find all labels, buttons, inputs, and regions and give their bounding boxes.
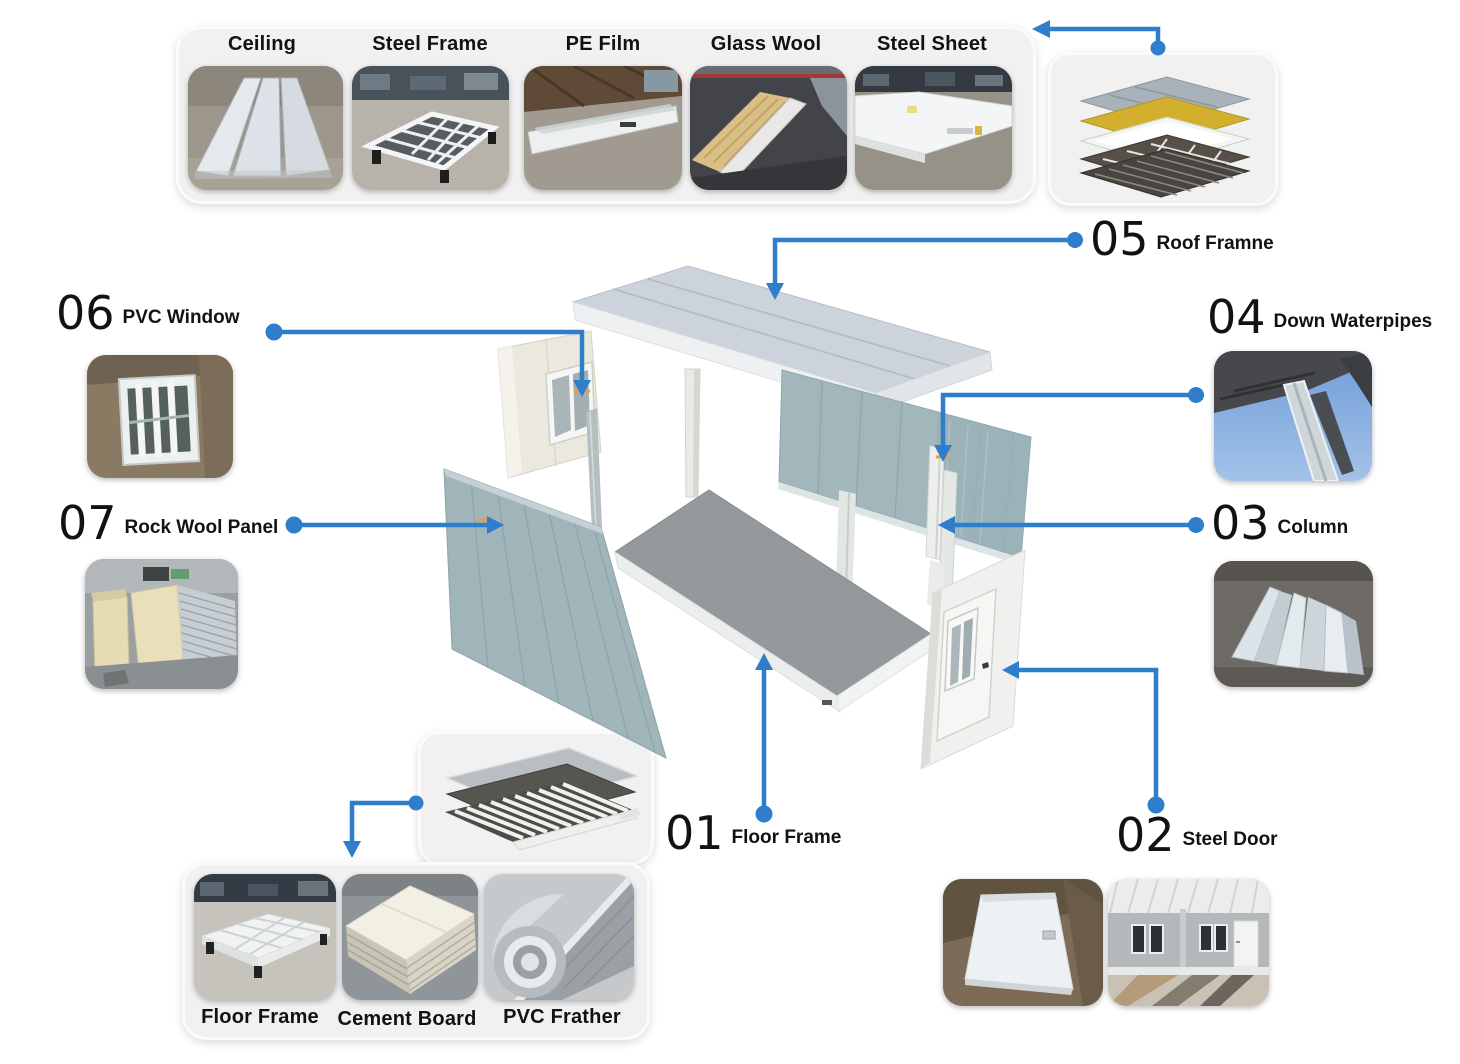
dot-04 [1188, 387, 1204, 403]
label-ceiling: Ceiling [227, 33, 297, 55]
cement-board-photo [342, 874, 478, 1000]
container-interior-photo [1108, 879, 1269, 1006]
arrow-floor-layers [343, 841, 361, 858]
label-steel-sheet: Steel Sheet [876, 33, 988, 55]
arrow-06 [573, 380, 591, 397]
pvc-window-wall [497, 330, 602, 531]
roof-layers-panel [1048, 52, 1278, 206]
pe-film-photo [524, 66, 682, 190]
callout-03-label: Column [1277, 517, 1349, 539]
column-profiles-photo [1214, 561, 1373, 687]
ceiling-photo [188, 66, 343, 190]
callout-06-number: 06 [56, 286, 115, 340]
down-waterpipes-photo [1214, 351, 1372, 481]
callout-03-column: 03 Column [1211, 496, 1349, 550]
callout-07-rock-wool: 07 Rock Wool Panel [58, 496, 279, 550]
dot-05 [1067, 232, 1083, 248]
callout-04-number: 04 [1207, 290, 1266, 344]
callout-02-number: 02 [1116, 808, 1175, 862]
floor-layers-panel [418, 731, 654, 865]
steel-door-wall [920, 549, 1026, 770]
steel-sheet-photo [855, 66, 1012, 190]
callout-05-roof-frame: 05 Roof Framne [1090, 212, 1274, 266]
arrow-02 [1002, 661, 1019, 679]
pvc-frather-photo [484, 874, 634, 1000]
corner-column [927, 469, 958, 626]
mid-column [835, 490, 856, 628]
callout-07-label: Rock Wool Panel [124, 517, 279, 539]
rock-wool-panel-photo [85, 559, 238, 689]
arrow-03 [938, 516, 955, 534]
arrow-04 [934, 445, 952, 462]
floor-layers-exploded-render [444, 747, 641, 851]
arrow-roof-layers [1032, 20, 1050, 38]
callout-01-label: Floor Frame [731, 827, 842, 849]
callout-06-pvc-window: 06 PVC Window [56, 286, 240, 340]
floor-frame-photo [194, 874, 336, 1000]
leader-02 [1013, 667, 1159, 805]
callout-02-steel-door: 02 Steel Door [1116, 808, 1278, 862]
leader-floor-layers [349, 800, 416, 848]
label-pe-film: PE Film [565, 33, 641, 55]
callout-01-floor-frame: 01 Floor Frame [665, 806, 842, 860]
dot-06 [265, 323, 283, 341]
callout-06-label: PVC Window [122, 307, 240, 329]
callout-03-number: 03 [1211, 496, 1270, 550]
steel-door-photo [943, 879, 1103, 1006]
callout-07-number: 07 [58, 496, 117, 550]
leader-roof-layers [1041, 26, 1161, 48]
steel-frame-photo [352, 66, 509, 190]
center-column [684, 368, 701, 498]
callout-05-number: 05 [1090, 212, 1149, 266]
callout-04-label: Down Waterpipes [1273, 311, 1433, 333]
arrow-05 [766, 283, 784, 300]
left-wall-panel [443, 468, 667, 759]
callout-02-label: Steel Door [1182, 829, 1278, 851]
label-glass-wool: Glass Wool [710, 33, 822, 55]
dot-03 [1188, 517, 1204, 533]
down-waterpipe [925, 445, 945, 561]
label-floor-frame-bottom: Floor Frame [201, 1006, 319, 1028]
arrow-01 [755, 653, 773, 670]
callout-05-label: Roof Framne [1156, 233, 1274, 255]
pvc-window-photo [87, 355, 233, 478]
dot-07 [285, 516, 303, 534]
label-steel-frame: Steel Frame [372, 33, 488, 55]
label-pvc-frather: PVC Frather [503, 1006, 621, 1028]
leader-accents [478, 389, 950, 522]
leader-04 [940, 392, 1196, 452]
roof-panel [571, 265, 993, 412]
back-wall-panel [778, 369, 1032, 565]
callout-01-number: 01 [665, 806, 724, 860]
arrow-07 [487, 516, 504, 534]
leader-05 [772, 237, 1075, 291]
floor-deck [614, 489, 934, 714]
callout-04-down-waterpipes: 04 Down Waterpipes [1207, 290, 1433, 344]
label-cement-board: Cement Board [337, 1008, 477, 1030]
glass-wool-photo [690, 66, 847, 190]
leader-06 [274, 329, 585, 387]
roof-layers-exploded-render [1079, 76, 1251, 198]
